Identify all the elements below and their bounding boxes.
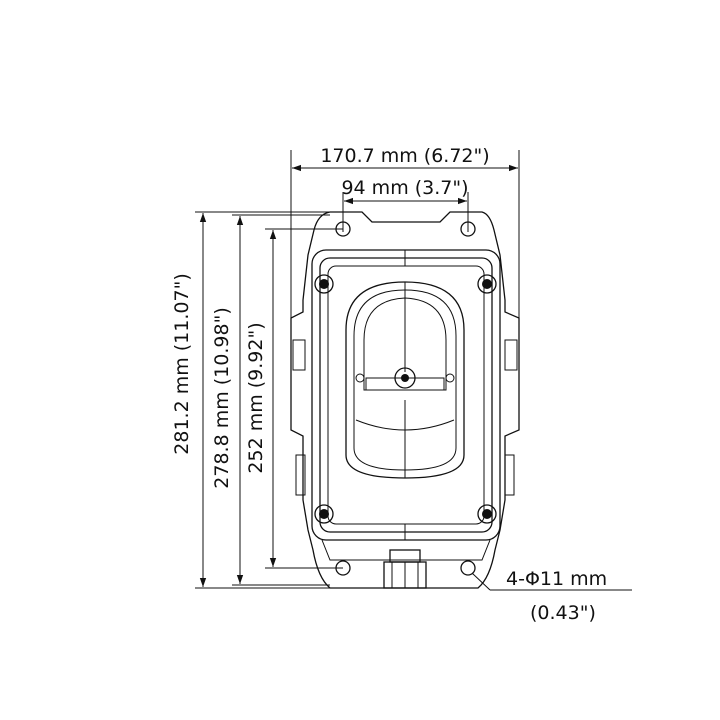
junction-box-outline <box>290 211 520 589</box>
screw-icon <box>477 274 497 294</box>
hole-callout-line2: (0.43") <box>530 602 596 624</box>
overall-width-label: 170.7 mm (6.72") <box>320 145 489 167</box>
overall-height-label: 281.2 mm (11.07") <box>171 273 193 454</box>
mounting-holes <box>335 221 476 576</box>
corner-screws <box>314 274 497 524</box>
hole-spacing-height-dimension: 252 mm (9.92") <box>245 228 343 569</box>
screw-icon <box>477 504 497 524</box>
screw-icon <box>314 274 334 294</box>
hole-spacing-width-dimension: 94 mm (3.7") <box>341 177 469 232</box>
screw-icon <box>314 504 334 524</box>
hole-spacing-height-label: 252 mm (9.92") <box>245 322 267 473</box>
mounting-hole-icon <box>460 560 476 576</box>
mounting-hole-icon <box>460 221 476 237</box>
body-height-label: 278.8 mm (10.98") <box>211 307 233 488</box>
hole-callout-line1: 4-Φ11 mm <box>506 568 607 590</box>
cable-gland <box>383 549 427 589</box>
mounting-hole-icon <box>335 560 351 576</box>
hole-spacing-width-label: 94 mm (3.7") <box>341 177 468 199</box>
body-height-dimension: 278.8 mm (10.98") <box>211 214 330 586</box>
mounting-plate <box>345 281 465 479</box>
hole-callout: 4-Φ11 mm (0.43") <box>471 568 632 624</box>
overall-height-dimension: 281.2 mm (11.07") <box>171 211 330 589</box>
overall-width-dimension: 170.7 mm (6.72") <box>290 145 520 320</box>
mounting-hole-icon <box>335 221 351 237</box>
